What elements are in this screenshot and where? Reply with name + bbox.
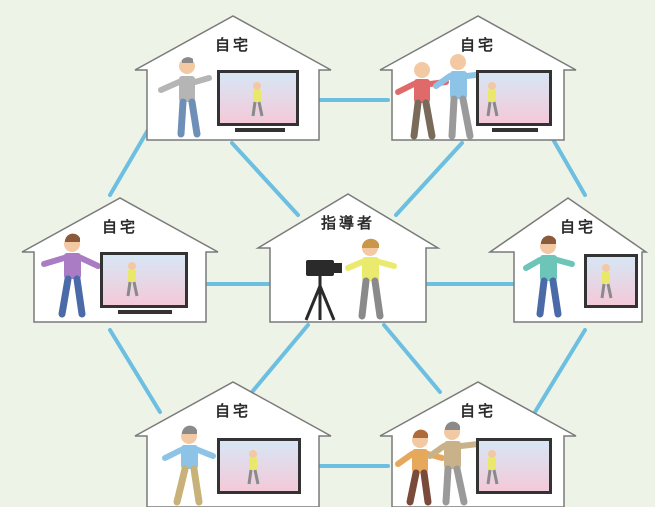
person-icon	[345, 238, 397, 320]
home-mid-right: 自宅	[487, 197, 649, 323]
home-label: 自宅	[560, 218, 596, 236]
instructor-label: 指導者	[321, 214, 375, 232]
tv-icon	[476, 438, 552, 494]
connector-c-tl	[230, 141, 300, 217]
tv-icon	[217, 70, 299, 132]
connector-mr-br	[533, 328, 587, 414]
person-icon	[41, 233, 101, 318]
person-icon	[427, 421, 481, 506]
person-icon	[158, 57, 212, 138]
home-bottom-left: 自宅	[134, 381, 332, 507]
connector-c-bl	[250, 323, 310, 394]
connector-ml-bl	[108, 328, 162, 414]
home-top-right: 自宅	[379, 15, 577, 141]
home-label: 自宅	[215, 36, 251, 54]
tv-icon	[476, 70, 552, 132]
video-camera-icon	[304, 260, 342, 321]
home-mid-left: 自宅	[21, 197, 219, 323]
home-label: 自宅	[215, 402, 251, 420]
instructor-node: 指導者	[255, 193, 441, 323]
tv-icon	[100, 252, 188, 314]
home-label: 自宅	[460, 36, 496, 54]
home-label: 自宅	[460, 402, 496, 420]
tv-icon	[217, 438, 301, 494]
person-icon	[523, 235, 575, 318]
home-bottom-right: 自宅	[379, 381, 577, 507]
connector-c-tr	[394, 141, 464, 217]
person-icon	[162, 425, 216, 506]
person-icon	[395, 62, 449, 140]
connector-c-br	[382, 323, 442, 394]
tv-icon	[584, 254, 638, 308]
home-label: 自宅	[102, 218, 138, 236]
person-icon	[433, 54, 487, 140]
home-top-left: 自宅	[134, 15, 332, 141]
